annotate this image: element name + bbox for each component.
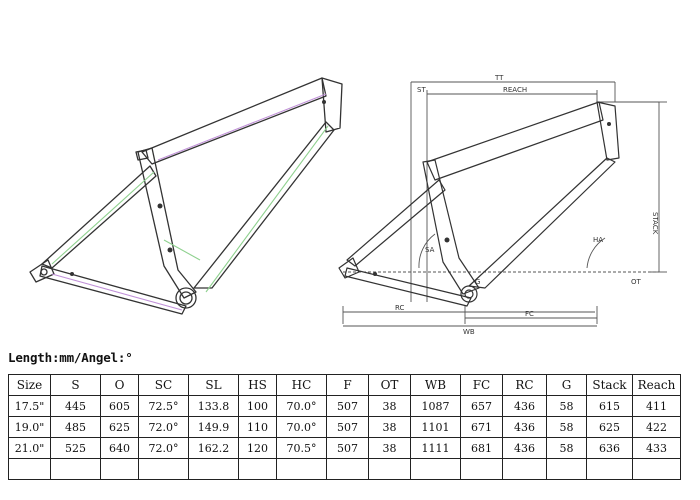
table-cell: 445 (50, 395, 101, 417)
geometry-table: Size S O SC SL HS HC F OT WB FC RC G Sta… (8, 374, 681, 480)
table-cell: 605 (100, 395, 139, 417)
table-cell: 1111 (410, 437, 461, 459)
table-cell: 657 (460, 395, 503, 417)
table-cell: 625 (100, 416, 139, 438)
table-cell: 120 (238, 437, 277, 459)
seat-tube (137, 147, 197, 299)
header-cell: Size (8, 374, 51, 396)
table-cell: 625 (586, 416, 633, 438)
table-cell: 110 (238, 416, 277, 438)
header-cell: F (326, 374, 369, 396)
header-cell: SC (138, 374, 189, 396)
header-cell: Stack (586, 374, 633, 396)
table-cell: 507 (326, 416, 369, 438)
table-cell: 149.9 (188, 416, 239, 438)
table-cell: 72.0° (138, 416, 189, 438)
frame-side-drawing (29, 77, 343, 315)
table-row: 19.0" 485 625 72.0° 149.9 110 70.0° 507 … (8, 416, 681, 438)
table-row-empty (8, 458, 681, 480)
geometry-diagram: TT ST REACH STACK SA HA G OT RC FC WB (338, 74, 667, 336)
label-g: G (475, 278, 480, 286)
header-cell: HS (238, 374, 277, 396)
header-cell: SL (188, 374, 239, 396)
table-cell: 1101 (410, 416, 461, 438)
table-cell: 38 (368, 395, 411, 417)
head-tube (321, 77, 343, 133)
table-row: 17.5" 445 605 72.5° 133.8 100 70.0° 507 … (8, 395, 681, 417)
label-ha: HA (593, 236, 603, 244)
seat-stay (41, 165, 157, 269)
table-cell: 507 (326, 395, 369, 417)
table-cell: 72.5° (138, 395, 189, 417)
table-cell: 433 (632, 437, 681, 459)
table-cell: 70.0° (276, 416, 327, 438)
label-sa: SA (425, 246, 435, 254)
label-stack: STACK (651, 212, 659, 235)
table-cell: 507 (326, 437, 369, 459)
label-reach: REACH (503, 86, 527, 94)
table-cell: 72.0° (138, 437, 189, 459)
label-st: ST (417, 86, 426, 94)
header-cell: HC (276, 374, 327, 396)
label-tt: TT (494, 74, 504, 82)
table-cell: 436 (502, 416, 547, 438)
label-ot: OT (631, 278, 642, 286)
table-cell: 58 (546, 416, 587, 438)
units-caption: Length:mm/Angel:° (8, 350, 133, 365)
table-cell: 38 (368, 437, 411, 459)
header-cell: S (50, 374, 101, 396)
table-cell: 671 (460, 416, 503, 438)
chain-stay (39, 265, 187, 315)
header-cell: RC (502, 374, 547, 396)
table-cell: 525 (50, 437, 101, 459)
header-cell: O (100, 374, 139, 396)
table-cell: 133.8 (188, 395, 239, 417)
table-cell: 17.5" (8, 395, 51, 417)
table-cell: 58 (546, 437, 587, 459)
label-fc: FC (525, 310, 534, 318)
table-cell: 436 (502, 437, 547, 459)
table-cell: 640 (100, 437, 139, 459)
label-wb: WB (463, 328, 475, 336)
table-cell: 411 (632, 395, 681, 417)
header-cell: Reach (632, 374, 681, 396)
table-cell: 58 (546, 395, 587, 417)
bottom-bracket (175, 287, 197, 309)
table-cell: 636 (586, 437, 633, 459)
table-cell: 162.2 (188, 437, 239, 459)
table-cell: 1087 (410, 395, 461, 417)
label-rc: RC (395, 304, 405, 312)
table-cell: 21.0" (8, 437, 51, 459)
table-cell: 38 (368, 416, 411, 438)
top-tube (141, 77, 327, 165)
header-cell: OT (368, 374, 411, 396)
table-row: 21.0" 525 640 72.0° 162.2 120 70.5° 507 … (8, 437, 681, 459)
down-tube (193, 121, 335, 289)
table-cell: 100 (238, 395, 277, 417)
table-cell: 615 (586, 395, 633, 417)
table-cell: 422 (632, 416, 681, 438)
table-header-row: Size S O SC SL HS HC F OT WB FC RC G Sta… (8, 374, 681, 396)
header-cell: WB (410, 374, 461, 396)
table-cell: 436 (502, 395, 547, 417)
header-cell: FC (460, 374, 503, 396)
table-cell: 70.5° (276, 437, 327, 459)
table-cell: 70.0° (276, 395, 327, 417)
table-cell: 19.0" (8, 416, 51, 438)
table-cell: 485 (50, 416, 101, 438)
table-cell: 681 (460, 437, 503, 459)
header-cell: G (546, 374, 587, 396)
